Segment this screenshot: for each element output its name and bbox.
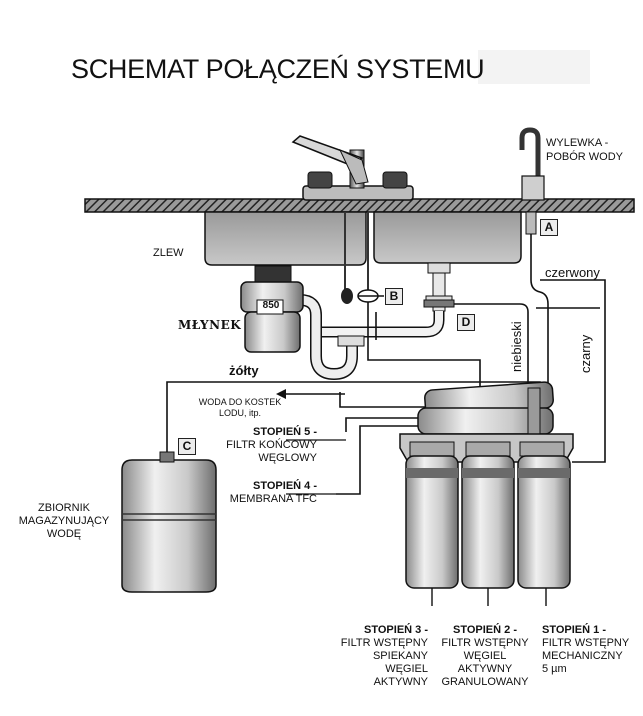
marker-c: C [178, 438, 196, 455]
stage4-label-line1: STOPIEŃ 4 - [253, 480, 317, 492]
ro-faucet [519, 127, 545, 235]
tank-label-line3: WODĘ [46, 528, 82, 540]
faucet-label-line2: POBÓR WODY [546, 151, 624, 163]
stage3-caption-line: AKTYWNY [373, 676, 428, 688]
ice-label: WODA DO KOSTEK LODU, itp. [196, 397, 284, 419]
stage3-caption-head: STOPIEŃ 3 - [364, 624, 428, 636]
blue-line-label: niebieski [509, 321, 524, 372]
stage4-label: STOPIEŃ 4 - MEMBRANA TFC [205, 480, 317, 506]
pre-filter-housings [405, 455, 571, 606]
garbage-disposal [240, 265, 304, 353]
page-title: SCHEMAT POŁĄCZEŃ SYSTEMU [71, 54, 485, 84]
stage2-caption-line: GRANULOWANY [441, 676, 529, 688]
main-faucet [291, 135, 414, 290]
tubing [166, 234, 606, 495]
stage1-caption-head: STOPIEŃ 1 - [542, 624, 606, 636]
marker-b: B [385, 288, 403, 305]
sink-bowls [204, 211, 522, 266]
label-leaders [286, 439, 346, 495]
membrane-housings [417, 381, 554, 437]
stage2-caption: STOPIEŃ 2 - FILTR WSTĘPNY WĘGIEL AKTYWNY… [434, 624, 536, 689]
disposal-model: 850 [262, 300, 280, 311]
ice-label-line1: WODA DO KOSTEK [198, 397, 282, 407]
stage3-caption-line: WĘGIEL [385, 663, 428, 675]
drain-saddle [423, 299, 455, 308]
disposal-label: MŁYNEK [178, 318, 242, 332]
stage2-caption-line: AKTYWNY [457, 663, 513, 675]
yellow-line-label: żółty [229, 363, 259, 378]
stage1-caption-line: FILTR WSTĘPNY [542, 637, 630, 649]
stage4-label-line2: MEMBRANA TFC [229, 493, 317, 505]
feed-valve [341, 288, 384, 304]
tank-label-line1: ZBIORNIK [38, 502, 90, 514]
storage-tank [121, 451, 217, 593]
stage5-label: STOPIEŃ 5 - FILTR KOŃCOWY WĘGLOWY [205, 426, 317, 465]
stage2-caption-line: WĘGIEL [463, 650, 507, 662]
stage5-label-line3: WĘGLOWY [258, 452, 317, 464]
stage3-caption: STOPIEŃ 3 - FILTR WSTĘPNY SPIEKANY WĘGIE… [322, 624, 428, 689]
faucet-label-line1: WYLEWKA - [546, 137, 609, 149]
ice-arrow-head [276, 389, 286, 399]
tank-label-line2: MAGAZYNUJĄCY [18, 515, 110, 527]
stage1-caption-line: MECHANICZNY [542, 650, 623, 662]
stage3-caption-line: SPIEKANY [372, 650, 428, 662]
stage2-caption-head: STOPIEŃ 2 - [453, 624, 517, 636]
stage1-caption-line: 5 µm [542, 663, 567, 675]
marker-a: A [540, 219, 558, 236]
marker-d: D [457, 314, 475, 331]
stage5-label-line2: FILTR KOŃCOWY [226, 439, 317, 451]
tank-label: ZBIORNIK MAGAZYNUJĄCY WODĘ [14, 502, 114, 541]
stage1-caption: STOPIEŃ 1 - FILTR WSTĘPNY MECHANICZNY 5 … [542, 624, 640, 676]
red-line-label: czerwony [545, 265, 600, 280]
sink-label: ZLEW [153, 247, 184, 259]
filter-bracket [399, 433, 574, 463]
title-shade [478, 50, 590, 84]
stage2-caption-line: FILTR WSTĘPNY [441, 637, 529, 649]
stage5-label-line1: STOPIEŃ 5 - [253, 426, 317, 438]
black-line-label: czarny [578, 334, 593, 373]
drain-pipes [299, 262, 453, 381]
countertop [84, 198, 635, 213]
stage3-caption-line: FILTR WSTĘPNY [340, 637, 428, 649]
ice-label-line2: LODU, itp. [218, 408, 261, 418]
